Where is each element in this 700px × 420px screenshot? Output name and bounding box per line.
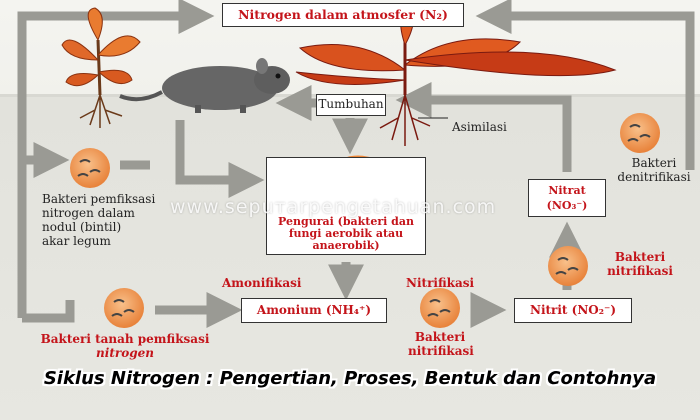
amonium-box: Amonium (NH₄⁺) <box>241 298 387 323</box>
pengurai-box: Pengurai (bakteri dan fungi aerobik atau… <box>266 157 426 255</box>
bakteri-pemfiksasi-line-4: akar legum <box>42 234 111 248</box>
bakteri-denitrifikasi-label: Bakteri denitrifikasi <box>614 156 694 184</box>
nitrit-box: Nitrit (NO₂⁻) <box>514 298 632 323</box>
nitrat-box: Nitrat (NO₃⁻) <box>528 179 606 217</box>
bakteri-nitrifikasi-bottom-line-1: Bakteri <box>414 330 466 344</box>
pengurai-label: Pengurai (bakteri dan fungi aerobik atau… <box>267 216 425 252</box>
bakteri-nitrifikasi-right-line-1: Bakteri <box>614 250 666 264</box>
tumbuhan-box: Tumbuhan <box>316 94 386 116</box>
watermark-text: www.sepuтarpengetahuan.com <box>170 196 497 218</box>
bakteri-pemfiksasi-line-2: nitrogen dalam <box>42 206 135 220</box>
nitrogen-atmosfer-label: Nitrogen dalam atmosfer (N₂) <box>238 7 448 22</box>
bakteri-tanah-label: Bakteri tanah pemfiksasi nitrogen <box>40 332 210 360</box>
amonifikasi-label: Amonifikasi <box>222 276 302 290</box>
asimilasi-label: Asimilasi <box>452 120 507 134</box>
pengurai-line-3: anaerobik) <box>312 239 380 252</box>
legume-plant-illustration <box>61 7 141 128</box>
nitrat-label-line-1: Nitrat <box>548 184 586 197</box>
banner-title: Siklus Nitrogen : Pengertian, Proses, Be… <box>43 368 657 389</box>
pengurai-line-1: Pengurai (bakteri dan <box>278 215 414 228</box>
bakteri-tanah-line-2: nitrogen <box>96 346 154 360</box>
rodent-illustration <box>119 58 290 113</box>
bakteri-denitrifikasi-line-2: denitrifikasi <box>617 170 691 184</box>
bacteria-illustrations <box>70 113 660 328</box>
bakteri-pemfiksasi-nodul-label: Bakteri pemfiksasi nitrogen dalam nodul … <box>42 192 182 248</box>
bakteri-nitrifikasi-right-label: Bakteri nitrifikasi <box>600 250 680 278</box>
nitrifikasi-label: Nitrifikasi <box>406 276 475 290</box>
amonium-label: Amonium (NH₄⁺) <box>256 303 372 317</box>
bakteri-tanah-line-1: Bakteri tanah pemfiksasi <box>40 332 210 346</box>
pengurai-line-2: fungi aerobik atau <box>288 227 404 240</box>
bakteri-nitrifikasi-bottom-label: Bakteri nitrifikasi <box>408 330 474 358</box>
nitrit-label: Nitrit (NO₂⁻) <box>529 303 617 317</box>
bakteri-pemfiksasi-line-3: nodul (bintil) <box>42 220 122 234</box>
nitrat-label-line-2: (NO₃⁻) <box>546 199 588 212</box>
bakteri-denitrifikasi-line-1: Bakteri <box>631 156 677 170</box>
plant-illustration <box>295 5 617 146</box>
nitrogen-atmosfer-box: Nitrogen dalam atmosfer (N₂) <box>222 3 464 27</box>
bakteri-pemfiksasi-line-1: Bakteri pemfiksasi <box>42 192 156 206</box>
tumbuhan-label: Tumbuhan <box>318 97 384 111</box>
bakteri-nitrifikasi-bottom-line-2: nitrifikasi <box>408 344 474 358</box>
bakteri-nitrifikasi-right-line-2: nitrifikasi <box>607 264 673 278</box>
